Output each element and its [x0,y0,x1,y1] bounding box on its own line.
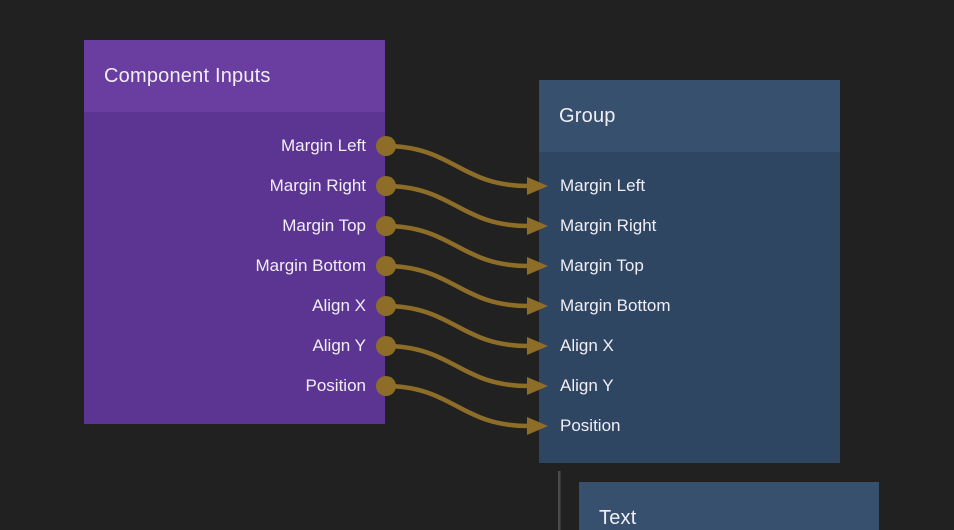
port-row: Align Y [539,366,840,406]
node-title: Group [559,104,616,127]
port-label: Align X [560,336,614,355]
port-row: Margin Bottom [539,286,840,326]
vertical-wire-stub[interactable] [558,471,561,530]
port-label: Margin Left [560,176,646,195]
node-header[interactable]: Component Inputs [84,40,385,112]
port-label: Margin Right [560,216,657,235]
port-row: Margin Right [84,166,385,206]
port-row: Align X [539,326,840,366]
port-label: Margin Bottom [255,256,366,275]
port-label: Margin Right [269,176,366,195]
port-row: Margin Top [539,246,840,286]
connection-wire[interactable] [384,303,529,349]
port-label: Margin Left [280,136,366,155]
node-text[interactable]: Text [579,482,879,530]
port-label: Margin Top [560,256,644,275]
port-label: Align Y [560,376,614,395]
node-header[interactable]: Group [539,80,840,152]
port-row: Margin Left [84,126,385,166]
node-title: Component Inputs [104,64,271,87]
port-label: Position [560,416,621,435]
port-row: Position [84,366,385,406]
port-row: Align X [84,286,385,326]
connection-wire[interactable] [384,223,529,269]
port-row: Align Y [84,326,385,366]
port-label: Margin Bottom [560,296,671,315]
port-row: Margin Left [539,166,840,206]
connection-wire[interactable] [384,263,529,309]
connection-wire[interactable] [384,183,529,229]
connection-wire[interactable] [384,143,529,189]
node-header[interactable]: Text [579,482,879,530]
port-label: Align Y [312,336,366,355]
port-label: Align X [312,296,366,315]
connection-wire[interactable] [384,343,529,389]
port-row: Margin Bottom [84,246,385,286]
port-label: Margin Top [282,216,366,235]
node-title: Text [599,506,637,529]
port-row: Position [539,406,840,446]
port-row: Margin Right [539,206,840,246]
port-row: Margin Top [84,206,385,246]
connection-wire[interactable] [384,383,529,429]
port-label: Position [305,376,366,395]
